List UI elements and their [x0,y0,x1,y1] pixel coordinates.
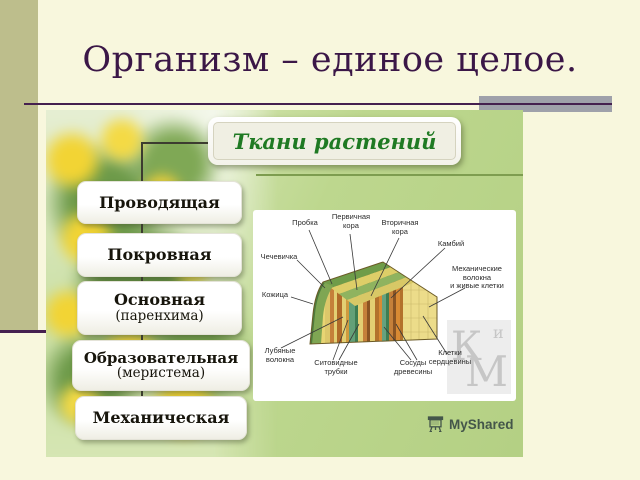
tissue-item-obrazovatelnaya: Образовательная (меристема) [72,340,250,391]
tissue-label: Образовательная [83,348,239,367]
myshared-logo: MyShared [427,416,514,433]
tissue-sublabel: (паренхима) [115,308,204,325]
label-sitovidnye-trubki: Ситовидные трубки [314,358,358,376]
label-lubyanye-volokna: Лубяные волокна [264,346,296,364]
pointer-lines [280,229,466,361]
label-vtorichnaya-kora: Вторичная кора [381,218,419,236]
tissue-label: Механическая [92,408,230,428]
green-divider-line [256,174,523,176]
tissue-item-provodyashchaya: Проводящая [77,181,242,224]
tissue-stripes [325,265,403,344]
wedge-outline [309,261,438,345]
tissue-item-mekhanicheskaya: Механическая [75,396,247,440]
tissue-item-pokrovnaya: Покровная [77,233,242,277]
stem-cross-section-panel: К и М [253,210,516,401]
watermark-letter-m: М [465,347,508,396]
diagram-header-label: Ткани растений [232,128,437,154]
myshared-logo-text: MyShared [449,417,514,432]
label-kozhitsa: Кожица [261,290,289,299]
watermark-letter-k: К [451,324,482,370]
label-sosudy-drevesiny: Сосуды древесины [393,358,433,376]
pith-area [403,262,437,344]
label-pervichnaya-kora: Первичная кора [331,212,371,230]
kim-watermark: К и М [447,320,511,396]
watermark-letter-i: и [493,323,504,342]
tissue-sublabel: (меристема) [116,365,206,382]
label-kambiy: Камбий [437,239,465,248]
projector-screen-icon [427,416,444,432]
tissue-label: Проводящая [99,192,220,212]
stem-cross-section-drawing: К и М [280,229,511,396]
title-rule [24,103,612,105]
label-chechevichka: Чечевичка [260,252,298,261]
label-mekhanicheskie-volokna: Механические волокна и живые клетки [450,264,504,291]
tissue-label: Покровная [107,245,212,265]
figure-image: Ткани растений Проводящая Покровная Осно… [46,110,523,457]
diagram-header-inner: Ткани растений [213,122,456,160]
label-probka: Пробка [292,218,318,227]
connector-vertical-line [141,142,143,412]
connector-horizontal-line [141,142,209,144]
slide-title: Организм – единое целое. [82,40,578,80]
label-kletki-serdtseviny: Клетки сердцевины [428,348,472,366]
tissue-label: Основная [113,290,206,310]
tissue-item-osnovnaya: Основная (паренхима) [77,281,242,335]
left-accent-line [0,330,46,333]
left-accent-strip [0,0,38,331]
diagram-header-plate: Ткани растений [208,117,461,165]
